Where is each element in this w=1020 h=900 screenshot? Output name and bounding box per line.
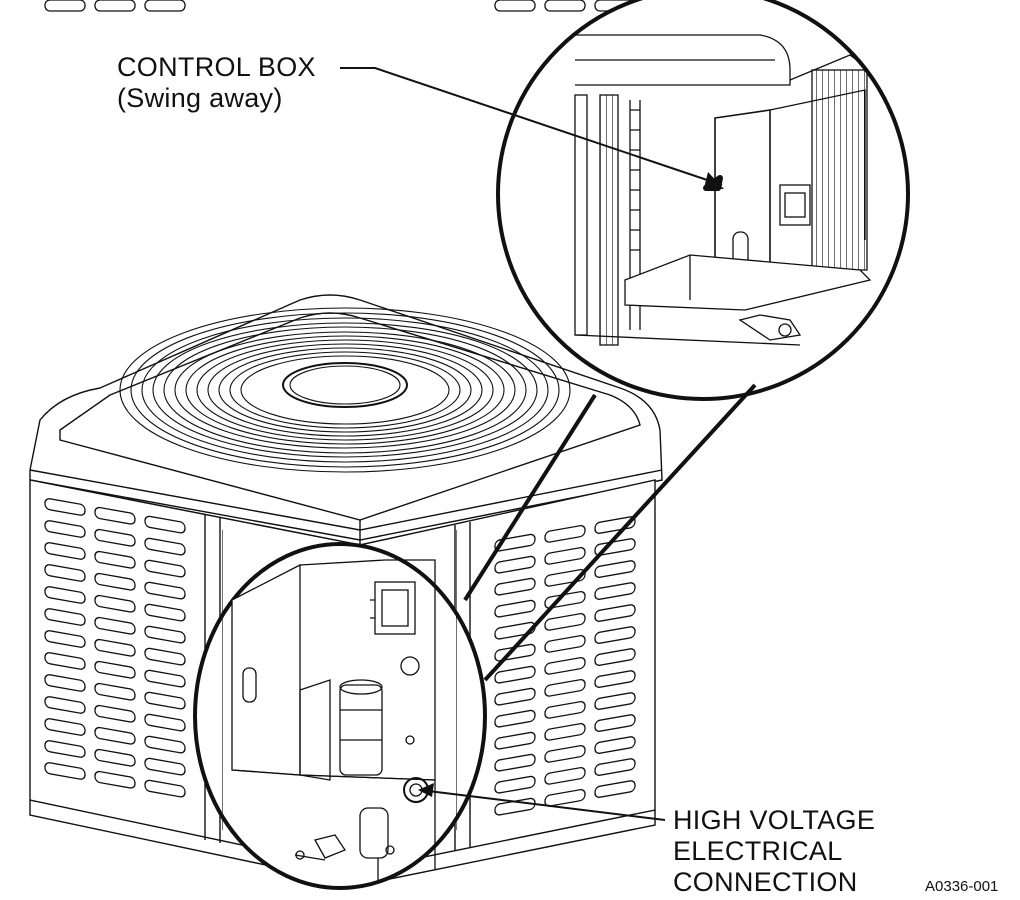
- left-louvers: [44, 0, 186, 12]
- leader-lines: [340, 67, 723, 821]
- zoom-coil-right: [811, 69, 868, 271]
- control-box-label: CONTROL BOX (Swing away): [117, 52, 316, 114]
- figure-id: A0336-001: [925, 878, 999, 895]
- high-voltage-label-line1: HIGH VOLTAGE: [673, 805, 876, 835]
- high-voltage-label: HIGH VOLTAGE ELECTRICAL CONNECTION: [673, 805, 875, 898]
- control-box-label-line2: (Swing away): [117, 83, 283, 113]
- corner-hatch-right: [455, 530, 461, 830]
- control-box-label-line1: CONTROL BOX: [117, 52, 316, 82]
- callout-connectors: [463, 383, 757, 682]
- high-voltage-label-line3: CONNECTION: [673, 867, 858, 897]
- hv-arrow: [418, 783, 434, 797]
- fan-guard: [119, 307, 571, 473]
- high-voltage-label-line2: ELECTRICAL: [673, 836, 843, 866]
- corner-hatch-left: [218, 530, 224, 830]
- service-area: [193, 542, 487, 890]
- detail-zoom-circle: [496, 0, 910, 401]
- control-box-arrow: [704, 172, 724, 189]
